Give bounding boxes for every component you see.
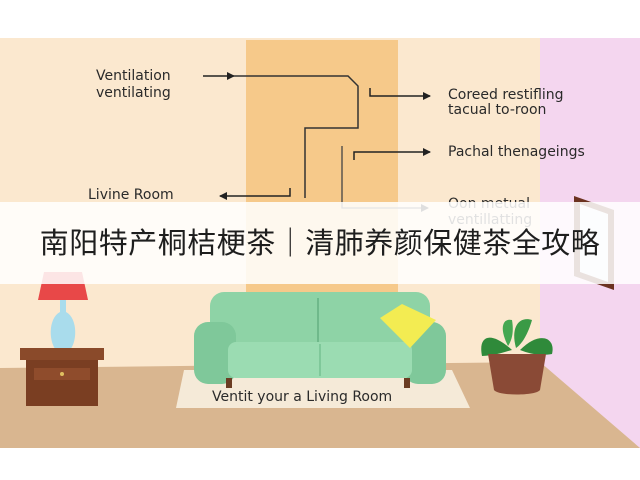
label-coreed: Coreed restifling bbox=[448, 87, 564, 103]
banner-title: 南阳特产桐桔梗茶｜清肺养颜保健茶全攻略 bbox=[39, 226, 601, 260]
duct-line-main bbox=[234, 75, 359, 198]
rug bbox=[176, 370, 470, 408]
sofa-leg-left bbox=[226, 378, 232, 388]
arrow-pachal bbox=[353, 148, 431, 160]
label-ventilation: Ventilation bbox=[96, 68, 171, 84]
label-pachal: Pachal thenageings bbox=[448, 144, 585, 160]
label-ventilating: ventilating bbox=[96, 85, 171, 101]
side-table-body bbox=[26, 360, 98, 406]
plant-leaf bbox=[481, 337, 512, 356]
label-livine-room: Livine Room bbox=[88, 187, 174, 203]
lamp-base bbox=[50, 300, 76, 352]
arrow-coreed bbox=[369, 88, 431, 100]
sofa-left-arm bbox=[194, 322, 236, 384]
plant-leaf bbox=[502, 319, 513, 346]
sofa-back bbox=[210, 292, 430, 352]
rug-caption: Ventit your a Living Room bbox=[212, 389, 393, 405]
drawer-knob bbox=[60, 372, 64, 376]
sofa-leg-right bbox=[404, 378, 410, 388]
arrow-livine-room bbox=[219, 188, 291, 200]
title-banner bbox=[0, 202, 640, 284]
side-table-top bbox=[20, 348, 104, 360]
yellow-pillow bbox=[380, 304, 436, 348]
plant-pot bbox=[488, 354, 546, 395]
plant-leaf bbox=[520, 338, 553, 355]
label-tacual: tacual to-roon bbox=[448, 102, 547, 118]
plant-leaf bbox=[514, 319, 532, 348]
